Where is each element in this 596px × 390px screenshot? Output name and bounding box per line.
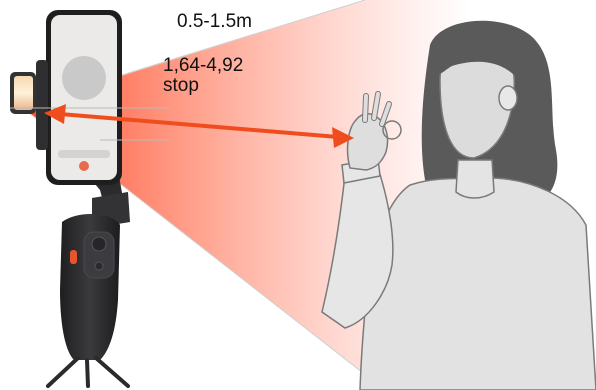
aperture-range-label: 1,64-4,92 stop: [163, 56, 243, 96]
tripod-leg-right: [96, 358, 128, 386]
torso: [360, 178, 596, 390]
record-button: [95, 262, 103, 270]
ear: [499, 86, 517, 110]
neck: [456, 160, 494, 198]
screen-subject: [62, 56, 106, 100]
gimbal-stabilizer: [48, 170, 130, 386]
screen-bottom-bar: [58, 150, 110, 158]
screen-shutter: [79, 161, 89, 171]
joystick: [92, 237, 106, 251]
tripod-leg-center: [87, 360, 88, 386]
accent-button: [70, 250, 77, 264]
phone-clamp: [36, 60, 48, 150]
smartphone: [36, 10, 122, 185]
aperture-range-value: 1,64-4,92: [163, 56, 243, 76]
aperture-range-unit: stop: [163, 76, 243, 96]
distance-range-label: 0.5-1.5m: [177, 12, 252, 32]
tripod-leg-left: [48, 358, 78, 386]
